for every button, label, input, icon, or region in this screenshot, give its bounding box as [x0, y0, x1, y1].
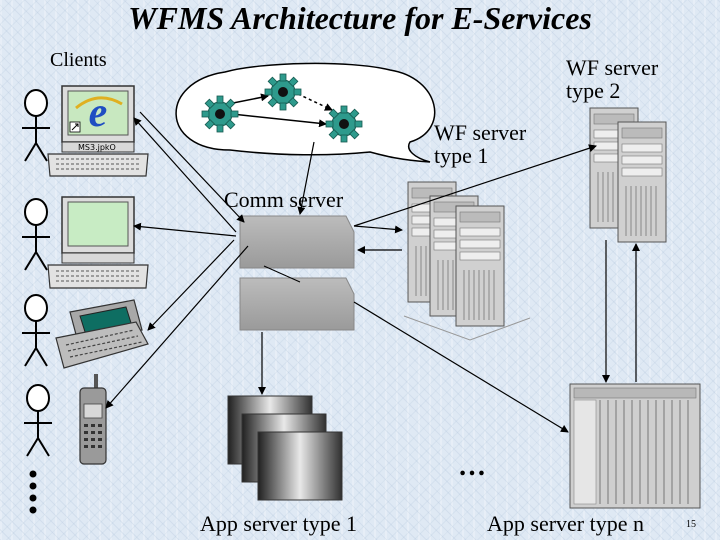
user-icon-4	[23, 384, 53, 457]
svg-text:e: e	[89, 90, 108, 136]
comm-server-label: Comm server	[224, 187, 344, 212]
app-server-type-1-stack	[227, 395, 343, 501]
wf-server-type-2-label: WF server type 2	[566, 55, 659, 104]
workflow-cloud	[175, 62, 436, 163]
comm-server-box-1	[239, 215, 355, 269]
connection-arrows	[105, 111, 640, 433]
wf-server-type-1-towers	[403, 181, 531, 341]
user-icon-1	[21, 89, 51, 162]
gear-icon	[325, 105, 363, 143]
desktop-computer-icon	[47, 196, 149, 289]
wf-server-type-2-towers	[589, 107, 667, 243]
page-number: 15	[686, 519, 696, 530]
mobile-phone-icon	[79, 374, 107, 465]
handheld-pda-icon	[55, 299, 149, 369]
clients-label: Clients	[50, 49, 107, 71]
desktop-computer-ie-icon: e MS3.jpkO	[47, 85, 149, 177]
user-icon-2	[21, 198, 51, 271]
gear-icon	[264, 73, 302, 111]
more-clients-dots	[29, 470, 37, 514]
app-server-type-1-label: App server type 1	[200, 511, 358, 536]
user-icon-3	[21, 294, 51, 367]
wf-server-type-1-label: WF server type 1	[434, 120, 527, 169]
comm-server-box-2	[239, 277, 355, 331]
rack-server-icon	[569, 383, 701, 509]
monitor-caption: MS3.jpkO	[78, 143, 116, 152]
app-server-type-n-label: App server type n	[487, 511, 645, 536]
more-servers-ellipsis: …	[458, 451, 487, 482]
page-title: WFMS Architecture for E-Services	[128, 0, 592, 36]
gear-icon	[201, 95, 239, 133]
